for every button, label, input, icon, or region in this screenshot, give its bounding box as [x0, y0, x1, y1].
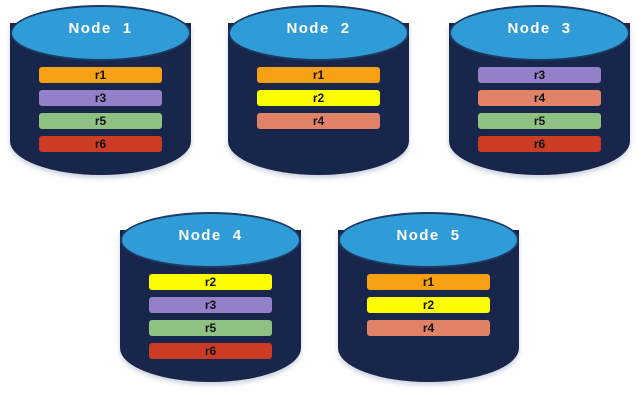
- record-bar[interactable]: r3: [478, 67, 601, 83]
- database-node[interactable]: Node 1 r1 r3 r5 r6: [10, 5, 191, 188]
- record-bar[interactable]: r2: [149, 274, 272, 290]
- database-node[interactable]: Node 5 r1 r2 r4: [338, 212, 519, 395]
- database-node[interactable]: Node 3 r3 r4 r5 r6: [449, 5, 630, 188]
- record-bar[interactable]: r4: [478, 90, 601, 106]
- record-list: r3 r4 r5 r6: [478, 67, 601, 159]
- record-bar[interactable]: r3: [149, 297, 272, 313]
- record-bar[interactable]: r6: [478, 136, 601, 152]
- record-bar[interactable]: r1: [367, 274, 490, 290]
- record-bar[interactable]: r6: [149, 343, 272, 359]
- node-cylinder-top: [449, 5, 630, 61]
- record-list: r2 r3 r5 r6: [149, 274, 272, 366]
- database-node[interactable]: Node 2 r1 r2 r4: [228, 5, 409, 188]
- database-node[interactable]: Node 4 r2 r3 r5 r6: [120, 212, 301, 395]
- record-bar[interactable]: r1: [39, 67, 162, 83]
- record-bar[interactable]: r5: [478, 113, 601, 129]
- node-cylinder-top: [338, 212, 519, 268]
- record-bar[interactable]: r5: [149, 320, 272, 336]
- node-label: Node 2: [286, 20, 351, 37]
- record-list: r1 r2 r4: [367, 274, 490, 343]
- record-list: r1 r2 r4: [257, 67, 380, 136]
- record-bar[interactable]: r1: [257, 67, 380, 83]
- node-label: Node 1: [68, 20, 133, 37]
- record-bar[interactable]: r2: [367, 297, 490, 313]
- record-bar[interactable]: r5: [39, 113, 162, 129]
- node-cylinder-top: [120, 212, 301, 268]
- record-bar[interactable]: r2: [257, 90, 380, 106]
- node-label: Node 3: [507, 20, 572, 37]
- record-bar[interactable]: r6: [39, 136, 162, 152]
- node-cylinder-top: [10, 5, 191, 61]
- node-cylinder-top: [228, 5, 409, 61]
- node-label: Node 4: [178, 227, 243, 244]
- record-bar[interactable]: r3: [39, 90, 162, 106]
- record-bar[interactable]: r4: [367, 320, 490, 336]
- record-list: r1 r3 r5 r6: [39, 67, 162, 159]
- node-label: Node 5: [396, 227, 461, 244]
- record-bar[interactable]: r4: [257, 113, 380, 129]
